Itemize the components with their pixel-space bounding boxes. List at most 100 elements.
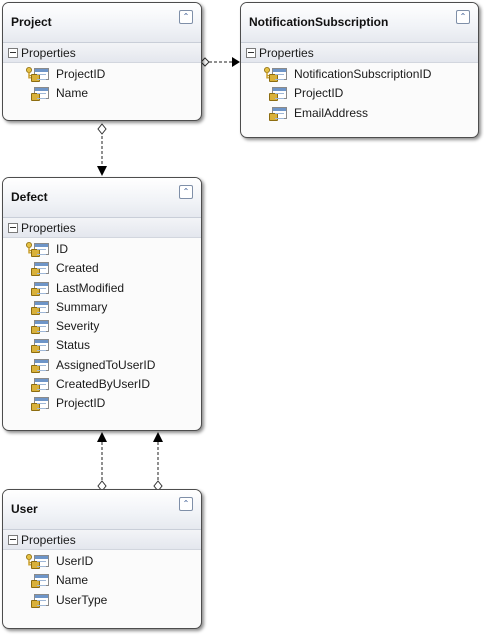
property-icon [269, 68, 287, 82]
property-row[interactable]: Severity [3, 317, 201, 336]
property-icon [31, 262, 49, 277]
property-row[interactable]: ProjectID [241, 84, 478, 103]
property-icon [31, 281, 49, 296]
property-tag-icon [31, 287, 40, 296]
property-tag-icon [31, 599, 40, 608]
property-tag-icon [31, 364, 40, 373]
property-icon [31, 358, 49, 373]
collapse-icon[interactable]: ⌃ [179, 497, 193, 511]
arrowhead-icon [153, 432, 163, 442]
key-icon [25, 242, 33, 254]
diamond-icon [200, 57, 210, 67]
arrowhead-icon [97, 432, 107, 442]
property-name: Status [56, 338, 91, 353]
association-user-defect-created[interactable] [153, 432, 163, 492]
diamond-icon [97, 123, 107, 135]
section-label: Properties [259, 46, 314, 60]
property-row[interactable]: CreatedByUserID [3, 375, 201, 394]
key-icon [25, 67, 33, 79]
entity-header: Project ⌃ [3, 3, 201, 43]
property-row[interactable]: ID [3, 240, 201, 259]
property-row[interactable]: Status [3, 336, 201, 355]
property-row[interactable]: ProjectID [3, 394, 201, 413]
association-project-defect[interactable] [97, 123, 107, 176]
property-icon [31, 378, 49, 393]
property-tag-icon [31, 345, 40, 354]
property-row[interactable]: ProjectID [3, 65, 201, 84]
association-project-notification[interactable] [200, 57, 240, 67]
property-icon [31, 339, 49, 354]
property-tag-icon [31, 268, 40, 277]
property-name: ProjectID [294, 86, 344, 101]
property-tag-icon [31, 93, 40, 102]
property-icon [31, 300, 49, 315]
arrowhead-icon [97, 166, 107, 176]
property-name: ProjectID [56, 67, 106, 81]
section-label: Properties [21, 46, 76, 60]
property-tag-icon [31, 249, 40, 257]
collapse-icon[interactable]: ⌃ [179, 10, 193, 24]
property-icon [31, 87, 49, 102]
property-row[interactable]: Name [3, 84, 201, 103]
property-row[interactable]: AssignedToUserID [3, 356, 201, 375]
collapse-section-icon[interactable] [246, 48, 256, 58]
property-row[interactable]: Summary [3, 298, 201, 317]
property-tag-icon [31, 74, 40, 82]
entity-header: Defect ⌃ [3, 178, 201, 218]
property-name: Name [56, 573, 89, 588]
property-row[interactable]: UserType [3, 591, 201, 610]
entity-title: Defect [11, 190, 48, 204]
section-label: Properties [21, 533, 76, 547]
property-tag-icon [31, 561, 40, 569]
property-row[interactable]: Created [3, 259, 201, 278]
property-tag-icon [269, 112, 278, 121]
property-row[interactable]: LastModified [3, 279, 201, 298]
property-icon [31, 593, 49, 608]
property-tag-icon [31, 403, 40, 412]
entity-header: User⌃ [3, 490, 201, 530]
property-row[interactable]: EmailAddress [241, 104, 478, 123]
collapse-icon[interactable]: ⌃ [456, 10, 470, 24]
collapse-icon[interactable]: ⌃ [179, 185, 193, 199]
properties-section-header[interactable]: Properties [3, 43, 201, 63]
properties-section-header[interactable]: Properties [3, 218, 201, 238]
property-name: CreatedByUserID [56, 377, 151, 392]
properties-section-header[interactable]: Properties [3, 530, 201, 550]
entity-title: Project [11, 15, 52, 29]
property-icon [31, 320, 49, 335]
key-icon [263, 67, 271, 79]
property-name: Summary [56, 299, 108, 314]
property-row[interactable]: Name [3, 571, 201, 590]
property-icon [269, 106, 287, 121]
arrowhead-icon [232, 57, 240, 67]
entity-title: NotificationSubscription [249, 15, 389, 29]
property-icon [31, 574, 49, 589]
property-name: Name [56, 86, 89, 101]
collapse-section-icon[interactable] [8, 48, 18, 58]
property-name: LastModified [56, 280, 125, 295]
property-name: ID [56, 242, 68, 256]
property-row[interactable]: UserID [3, 552, 201, 571]
property-name: ProjectID [56, 396, 106, 411]
section-label: Properties [21, 221, 76, 235]
property-tag-icon [31, 580, 40, 589]
property-name: AssignedToUserID [56, 357, 156, 372]
property-icon [31, 243, 49, 257]
property-list: NotificationSubscriptionID ProjectID Email… [241, 63, 478, 123]
property-tag-icon [31, 384, 40, 393]
collapse-section-icon[interactable] [8, 223, 18, 233]
collapse-section-icon[interactable] [8, 535, 18, 545]
entity-header: NotificationSubscription ⌃ [241, 3, 478, 43]
properties-section-header[interactable]: Properties [241, 43, 478, 63]
property-icon [31, 555, 49, 569]
property-name: Severity [56, 319, 100, 334]
association-user-defect-assigned[interactable] [97, 432, 107, 492]
property-row[interactable]: NotificationSubscriptionID [241, 65, 478, 84]
property-tag-icon [269, 74, 278, 82]
